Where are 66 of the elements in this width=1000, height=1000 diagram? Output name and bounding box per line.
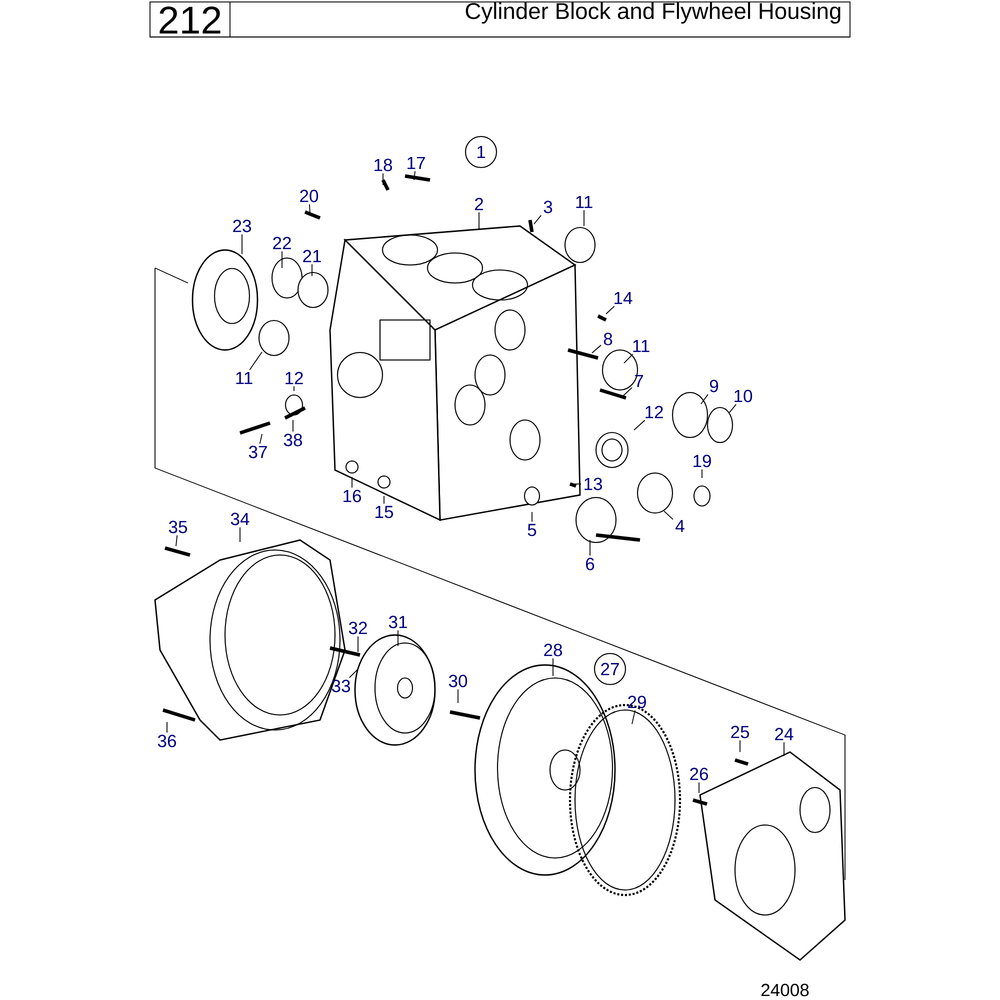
callout-number: 35 <box>168 520 188 534</box>
callout-number: 15 <box>376 506 394 518</box>
callout-number: 8 <box>604 332 612 346</box>
leader-line <box>249 352 262 370</box>
leader-line <box>292 420 294 432</box>
callout-number: 33 <box>332 680 350 692</box>
callout-number: 11 <box>576 196 592 208</box>
callout-number: 12 <box>286 372 303 384</box>
callout-number: 7 <box>635 374 644 388</box>
callout-number: 9 <box>710 380 718 392</box>
callout-number: 13 <box>584 478 602 490</box>
callout-number: 22 <box>273 236 291 250</box>
callout-number: 19 <box>694 454 711 468</box>
callout-number: 23 <box>233 220 252 232</box>
leader-line <box>592 344 602 354</box>
leader-line <box>624 354 634 364</box>
callout-number: 31 <box>388 616 407 628</box>
callout-number: 37 <box>248 446 267 458</box>
callout-number: 28 <box>544 644 562 656</box>
leader-line <box>534 214 542 224</box>
leader-line <box>728 404 737 414</box>
callout-number: 6 <box>586 558 594 570</box>
leader-line <box>259 434 262 444</box>
leader-line <box>664 510 674 520</box>
callout-number: 20 <box>300 190 318 202</box>
callout-number: 21 <box>303 250 321 262</box>
callout-number: 32 <box>348 622 367 634</box>
callout-number: 26 <box>690 768 708 780</box>
callout-number: 24 <box>775 728 794 740</box>
callout-number: 25 <box>731 726 750 738</box>
callout-number: 12 <box>646 406 663 418</box>
callout-number: 11 <box>633 340 650 352</box>
callout-number: 4 <box>676 520 684 532</box>
callout-number: 38 <box>284 434 302 446</box>
leader-line <box>382 172 384 186</box>
leader-line <box>414 170 416 180</box>
leader-line <box>176 534 178 546</box>
leader-line <box>634 420 646 430</box>
leader-line <box>552 658 554 676</box>
callout-number: 17 <box>408 156 425 170</box>
callout-number: 2 <box>475 198 484 210</box>
leader-line <box>348 668 358 678</box>
callout-number: 16 <box>344 490 362 502</box>
leader-line <box>166 722 168 734</box>
group-number: 1 <box>464 136 498 168</box>
leader-line <box>622 387 632 396</box>
leader-line <box>700 394 708 404</box>
callout-number: 14 <box>614 292 632 304</box>
leader-line <box>478 212 480 230</box>
callout-number: 10 <box>734 390 752 402</box>
callout-number: 36 <box>158 734 176 748</box>
leader-line <box>309 204 310 214</box>
callout-number: 30 <box>448 674 468 688</box>
callout-number: 3 <box>544 200 552 214</box>
callout-number: 5 <box>528 524 536 536</box>
leader-line <box>606 306 615 314</box>
figure-number: 24008 <box>761 984 809 996</box>
group-number: 27 <box>594 652 626 686</box>
leader-line <box>632 710 636 724</box>
callout-number: 11 <box>236 372 252 384</box>
callout-number: 34 <box>230 512 250 526</box>
page-number: 212 <box>160 6 220 34</box>
leader-line <box>698 782 700 794</box>
title: Cylinder Block and Flywheel Housing <box>466 2 840 24</box>
callout-number: 18 <box>374 158 392 172</box>
callout-number: 29 <box>628 696 646 708</box>
